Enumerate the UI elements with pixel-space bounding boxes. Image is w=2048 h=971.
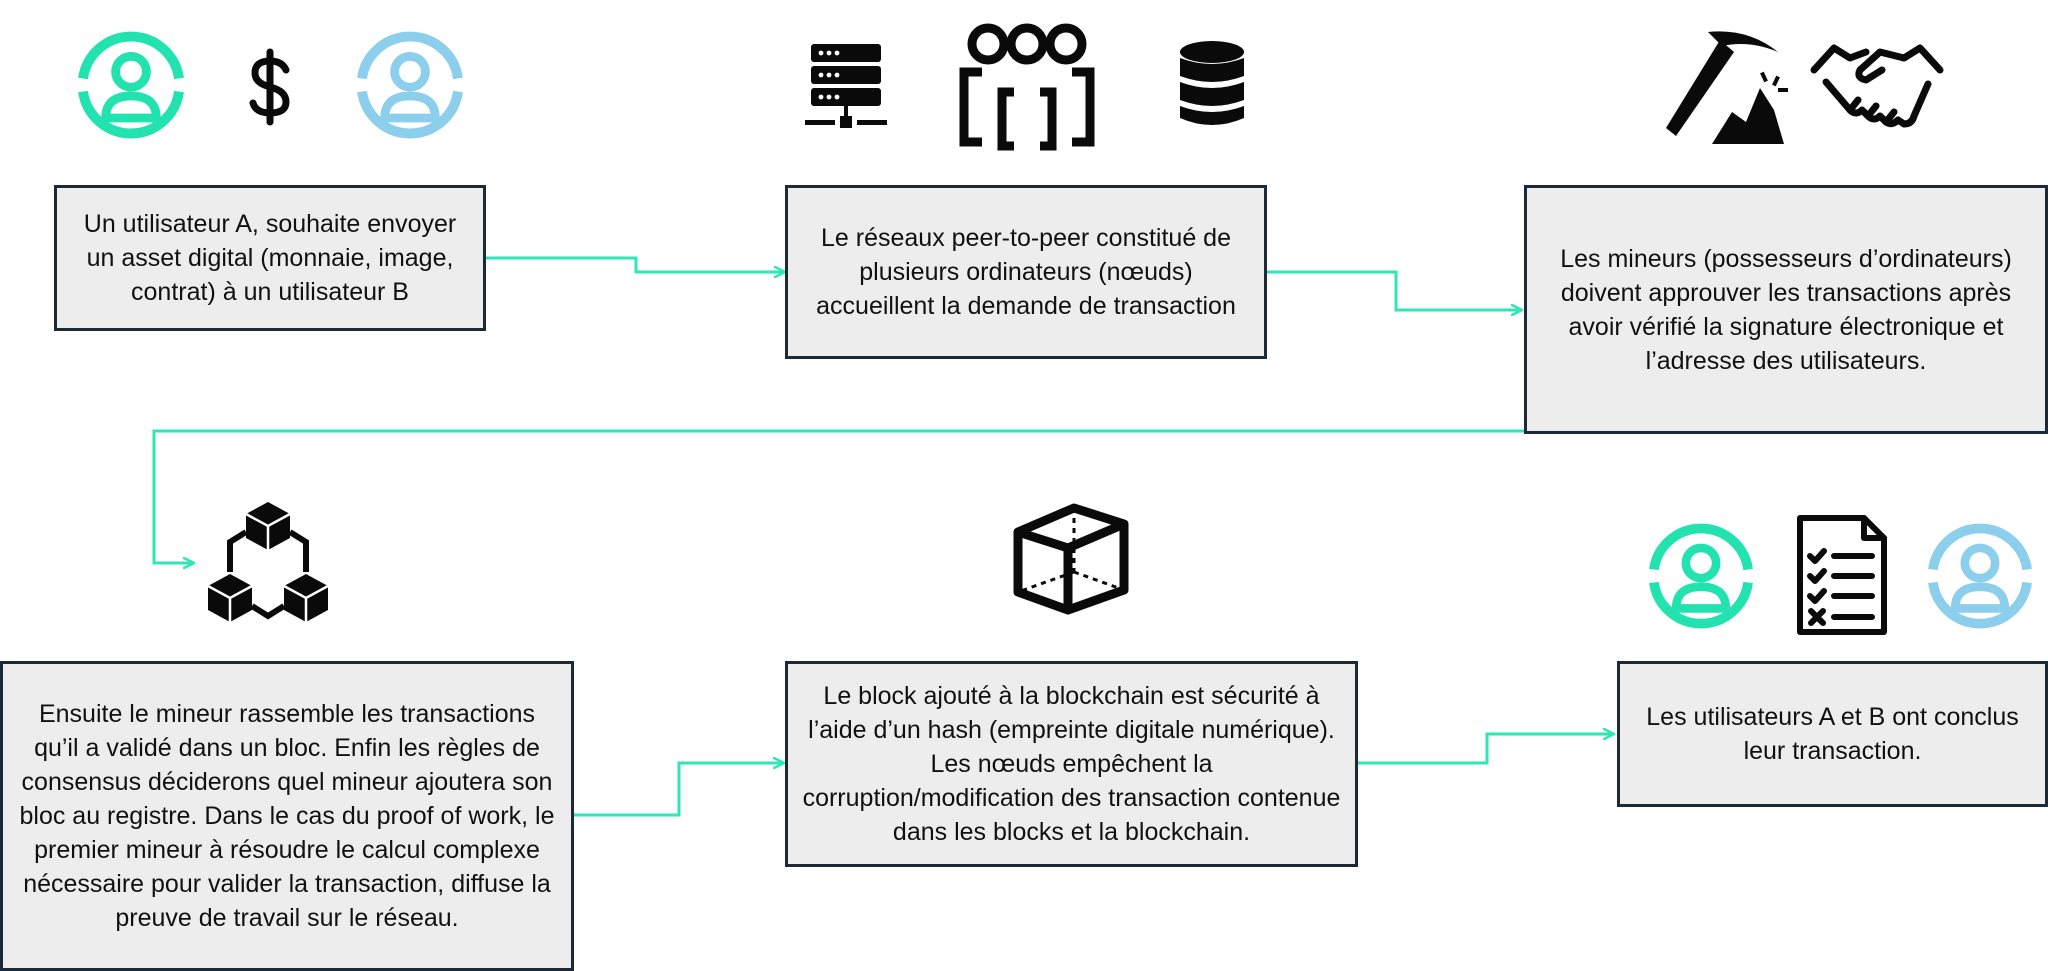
user-b-icon: [355, 30, 465, 140]
arrow-step1-to-step2: [485, 256, 785, 272]
arrow-step5-to-step6: [1358, 734, 1614, 765]
blockchain-icon: [206, 500, 330, 624]
user-b-icon: [1926, 522, 2034, 630]
step-1-text: Un utilisateur A, souhaite envoyer un as…: [83, 210, 457, 306]
database-icon: [1178, 40, 1246, 130]
arrow-step2-to-step3: [1267, 270, 1522, 310]
step-3-box: Les mineurs (possesseurs d’ordinateurs) …: [1524, 185, 2048, 434]
pickaxe-icon: [1662, 26, 1802, 146]
cube-icon: [1012, 502, 1130, 616]
user-a-icon: [76, 30, 186, 140]
step-5-text: Le block ajouté à la blockchain est sécu…: [802, 682, 1341, 846]
server-icon: [803, 42, 889, 130]
step-4-box: Ensuite le mineur rassemble les transact…: [0, 661, 574, 971]
arrow-step3-to-step4: [152, 429, 1524, 563]
step-3-text: Les mineurs (possesseurs d’ordinateurs) …: [1560, 244, 2012, 375]
user-a-icon: [1647, 522, 1755, 630]
checklist-icon: [1796, 514, 1888, 636]
step-2-text: Le réseaux peer-to-peer constitué de plu…: [816, 224, 1236, 320]
step-1-box: Un utilisateur A, souhaite envoyer un as…: [54, 185, 486, 331]
step-5-box: Le block ajouté à la blockchain est sécu…: [785, 661, 1358, 867]
arrow-step4-to-step5: [574, 763, 784, 817]
step-2-box: Le réseaux peer-to-peer constitué de plu…: [785, 185, 1267, 359]
handshake-icon: [1810, 40, 1944, 132]
network-nodes-icon: [958, 20, 1096, 152]
step-6-box: Les utilisateurs A et B ont conclus leur…: [1617, 661, 2048, 807]
dollar-icon: [242, 48, 298, 126]
step-4-text: Ensuite le mineur rassemble les transact…: [19, 700, 555, 932]
step-6-text: Les utilisateurs A et B ont conclus leur…: [1646, 703, 2019, 765]
